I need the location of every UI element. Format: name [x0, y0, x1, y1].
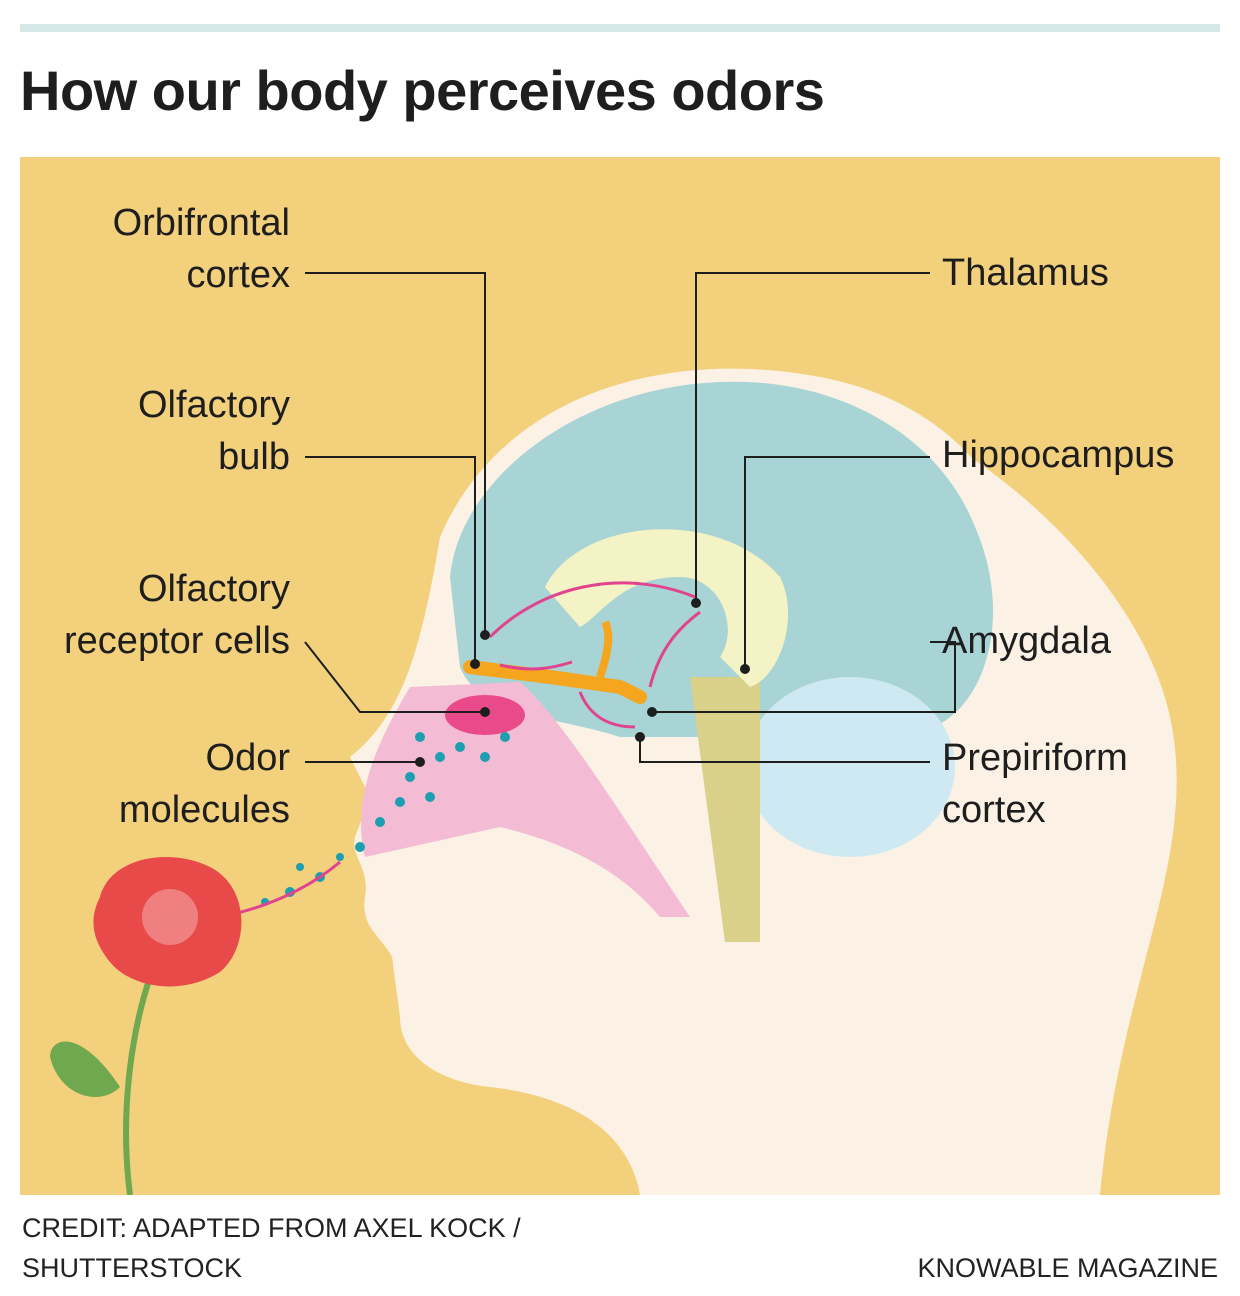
page-title: How our body perceives odors [20, 59, 825, 122]
brainstem [690, 677, 760, 942]
label-thalamus: Thalamus [942, 252, 1109, 294]
head-illustration [50, 272, 1177, 1195]
leader-dots [415, 598, 750, 767]
rose-leaf [50, 1041, 120, 1097]
signal-arrows [488, 581, 701, 729]
olfactory-pathway [463, 660, 647, 704]
top-rule [20, 24, 1220, 32]
publisher-brand: KNOWABLE MAGAZINE [917, 1253, 1218, 1283]
rose-stem [123, 976, 153, 1195]
label-hippocampus: Hippocampus [942, 434, 1175, 476]
limbic-system [545, 529, 789, 687]
cerebellum [745, 677, 955, 857]
credit-line: CREDIT: ADAPTED FROM AXEL KOCK /SHUTTERS… [22, 1213, 521, 1283]
leader-lines [304, 272, 956, 763]
label-amygdala: Amygdala [942, 620, 1111, 662]
nasal-cavity [361, 682, 690, 917]
